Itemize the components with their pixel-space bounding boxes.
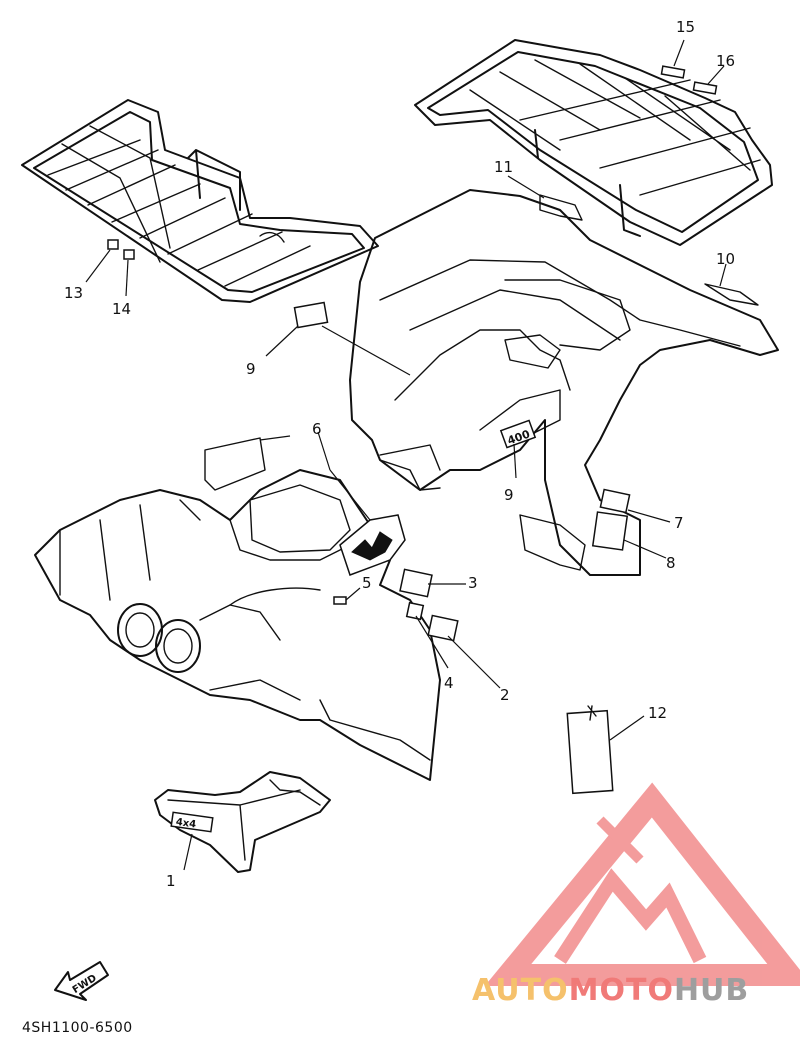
rear-carrier-rack xyxy=(414,39,773,246)
callout-16: 16 xyxy=(716,52,735,70)
label-12 xyxy=(566,705,614,795)
watermark-moto: MOTO xyxy=(569,973,674,1008)
emblem-6 xyxy=(339,514,406,576)
callout-5: 5 xyxy=(362,574,372,592)
sticker-14 xyxy=(123,249,135,260)
callout-14: 14 xyxy=(112,300,131,318)
front-guard: 4x4 xyxy=(154,771,331,873)
callout-4: 4 xyxy=(444,674,454,692)
callout-7: 7 xyxy=(674,514,684,532)
rear-fender: 400 xyxy=(349,189,779,576)
callout-8: 8 xyxy=(666,554,676,572)
sticker-2 xyxy=(427,614,459,642)
watermark-text: AUTOMOTOHUB xyxy=(472,973,749,1008)
fwd-arrow: FWD xyxy=(54,961,109,1001)
callout-3: 3 xyxy=(468,574,478,592)
sticker-10 xyxy=(704,283,759,306)
sticker-8 xyxy=(591,511,629,551)
callout-10: 10 xyxy=(716,250,735,268)
callout-2: 2 xyxy=(500,686,510,704)
callouts: 1 2 3 4 5 6 7 8 9 9 10 11 12 13 14 15 16 xyxy=(64,18,735,890)
callout-13: 13 xyxy=(64,284,83,302)
callout-12: 12 xyxy=(648,704,667,722)
sticker-15 xyxy=(660,65,686,79)
sticker-5 xyxy=(333,596,347,605)
watermark-hub: HUB xyxy=(674,973,749,1008)
sticker-16 xyxy=(692,81,718,95)
sticker-3 xyxy=(399,568,433,598)
sticker-4 xyxy=(405,601,425,621)
callout-11: 11 xyxy=(494,158,513,176)
sticker-9-upper xyxy=(293,301,329,329)
callout-1: 1 xyxy=(166,872,176,890)
front-carrier-rack xyxy=(21,99,379,303)
callout-6: 6 xyxy=(312,420,322,438)
sticker-7 xyxy=(599,488,631,514)
watermark-logo xyxy=(484,782,800,986)
callout-9-upper: 9 xyxy=(246,360,256,378)
emblem-1-text: 4x4 xyxy=(175,817,197,831)
watermark-auto: AUTO xyxy=(472,973,569,1008)
part-code: 4SH1100-6500 xyxy=(22,1020,133,1036)
front-fender xyxy=(34,437,459,781)
sticker-11 xyxy=(539,194,583,221)
callout-15: 15 xyxy=(676,18,695,36)
callout-9-lower: 9 xyxy=(504,486,514,504)
leader-lines xyxy=(85,39,727,871)
sticker-13 xyxy=(107,239,119,250)
